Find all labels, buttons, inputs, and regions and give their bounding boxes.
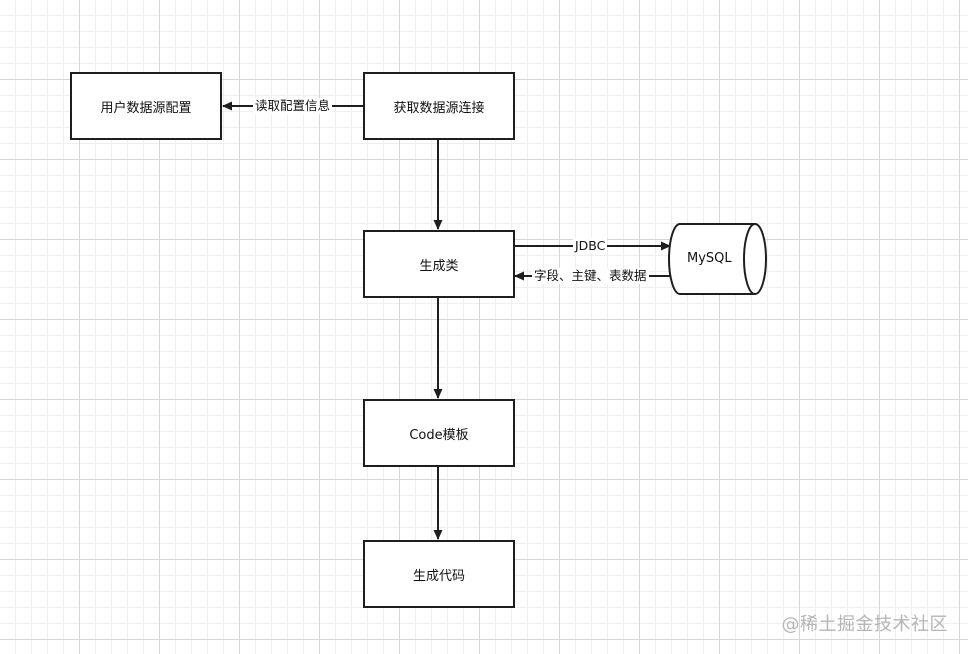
node-label: 生成类 (419, 258, 459, 274)
node-label: 用户数据源配置 (100, 100, 192, 116)
node-label: 生成代码 (412, 568, 465, 584)
node-generate-class: 生成类 (363, 230, 515, 298)
database-cylinder (668, 223, 767, 295)
node-get-datasource-connection: 获取数据源连接 (363, 72, 515, 140)
database-label: MySQL (687, 251, 732, 266)
node-generate-code: 生成代码 (363, 540, 515, 608)
edge-label-return-metadata: 字段、主键、表数据 (532, 268, 649, 284)
watermark: @稀土掘金技术社区 (781, 614, 948, 635)
node-label: Code模板 (409, 427, 469, 443)
edge-label-jdbc: JDBC (573, 238, 608, 254)
node-label: 获取数据源连接 (393, 100, 485, 116)
node-user-datasource-config: 用户数据源配置 (70, 72, 222, 140)
edge-label-read-config: 读取配置信息 (253, 98, 333, 114)
node-code-template: Code模板 (363, 399, 515, 467)
